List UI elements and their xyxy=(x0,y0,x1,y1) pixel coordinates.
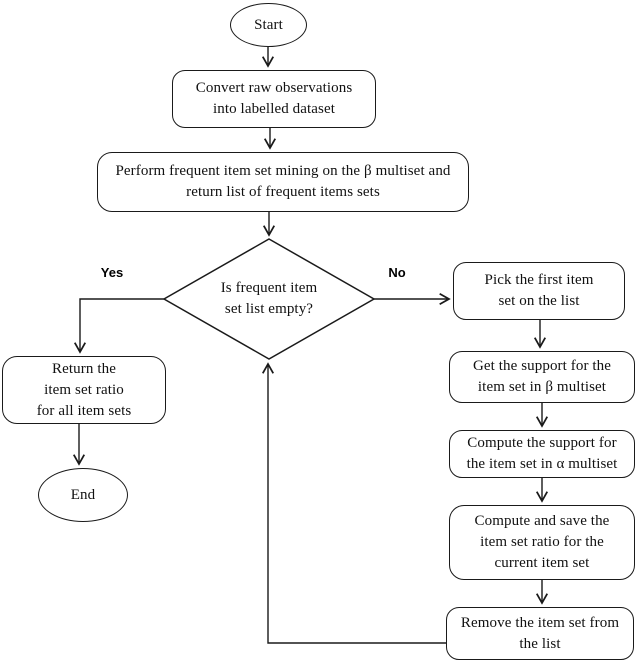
node-start-label: Start xyxy=(254,16,283,33)
node-get-support-beta: Get the support for the item set in β mu… xyxy=(449,351,635,403)
node-frequent-mining: Perform frequent item set mining on the … xyxy=(97,152,469,212)
node-end-label: End xyxy=(70,486,96,503)
node-frequent-mining-label: Perform frequent item set mining on the … xyxy=(115,163,451,200)
node-remove-item-set-label: Remove the item set from the list xyxy=(460,614,620,652)
decision-diamond-shape xyxy=(162,238,376,360)
node-compute-save-ratio: Compute and save the item set ratio for … xyxy=(449,505,635,580)
node-convert-observations: Convert raw observations into labelled d… xyxy=(172,70,376,128)
node-decision-empty-list: Is frequent item set list empty? xyxy=(180,277,358,321)
edge-label-no: No xyxy=(388,265,406,280)
node-compute-support-alpha-label: Compute the support for the item set in … xyxy=(466,435,618,472)
node-start: Start xyxy=(230,3,307,47)
edge-remove-loop-to-decision xyxy=(261,362,446,644)
node-convert-observations-label: Convert raw observations into labelled d… xyxy=(195,80,353,117)
node-end: End xyxy=(38,468,128,522)
edge-yes-to-return xyxy=(73,298,164,354)
node-pick-first-item-set-label: Pick the first item set on the list xyxy=(484,272,594,309)
node-remove-item-set: Remove the item set from the list xyxy=(446,607,634,660)
node-compute-save-ratio-label: Compute and save the item set ratio for … xyxy=(474,513,610,571)
node-return-ratio-label: Return the item set ratio for all item s… xyxy=(36,360,132,419)
node-return-ratio: Return the item set ratio for all item s… xyxy=(2,356,166,424)
node-get-support-beta-label: Get the support for the item set in β mu… xyxy=(472,358,612,395)
node-decision-empty-list-label: Is frequent item set list empty? xyxy=(220,280,318,317)
node-compute-support-alpha: Compute the support for the item set in … xyxy=(449,430,635,478)
edge-label-yes: Yes xyxy=(100,265,124,280)
node-pick-first-item-set: Pick the first item set on the list xyxy=(453,262,625,320)
